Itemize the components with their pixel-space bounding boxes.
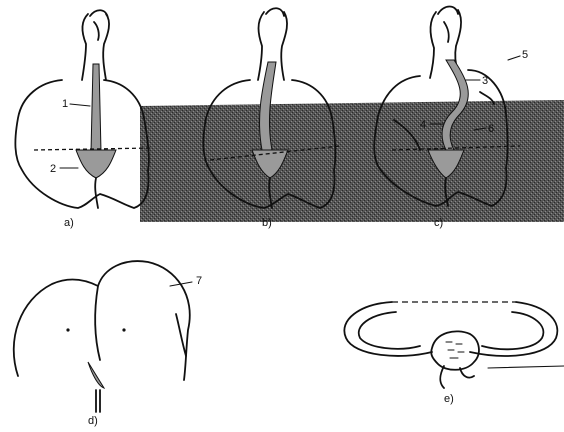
figure-d-right-crease <box>176 314 186 356</box>
callout-5-label: 5 <box>522 49 528 61</box>
callout-6-label: 6 <box>488 123 494 135</box>
figure-d-left-curve <box>95 286 100 360</box>
caption-a: a) <box>64 217 74 229</box>
caption-e: e) <box>444 393 454 405</box>
callout-2-label: 2 <box>50 163 56 175</box>
shaded-background <box>140 100 564 222</box>
callout-3-label: 3 <box>482 75 488 87</box>
figure-e: e) <box>344 302 564 405</box>
figure-e-vertebra-texture <box>446 342 464 358</box>
caption-c: c) <box>434 217 443 229</box>
figure-a-spine <box>91 64 101 152</box>
figure-c-callout-5-leader <box>508 56 520 60</box>
figure-d-dimple-left <box>66 328 69 331</box>
figure-a: 1 2 a) <box>15 10 152 229</box>
figure-d-leg-line <box>96 390 100 412</box>
figure-a-gluteal-cleft <box>95 178 98 208</box>
figure-a-callout-1-leader <box>70 104 90 106</box>
figure-d-body <box>14 261 190 380</box>
figure-d: 7 d) <box>14 261 202 427</box>
figure-d-dimple-right <box>122 328 125 331</box>
callout-1-label: 1 <box>62 98 68 110</box>
figure-e-leader-line <box>488 366 564 368</box>
caption-b: b) <box>262 217 272 229</box>
figure-a-sacrum <box>76 150 116 178</box>
caption-d: d) <box>88 415 98 427</box>
figure-e-vertebra <box>431 331 479 369</box>
callout-7-label: 7 <box>196 275 202 287</box>
figure-e-rib-inner <box>359 312 544 349</box>
callout-4-label: 4 <box>420 119 426 131</box>
figure-d-cleft <box>88 362 104 388</box>
figure-a-body <box>15 80 148 208</box>
